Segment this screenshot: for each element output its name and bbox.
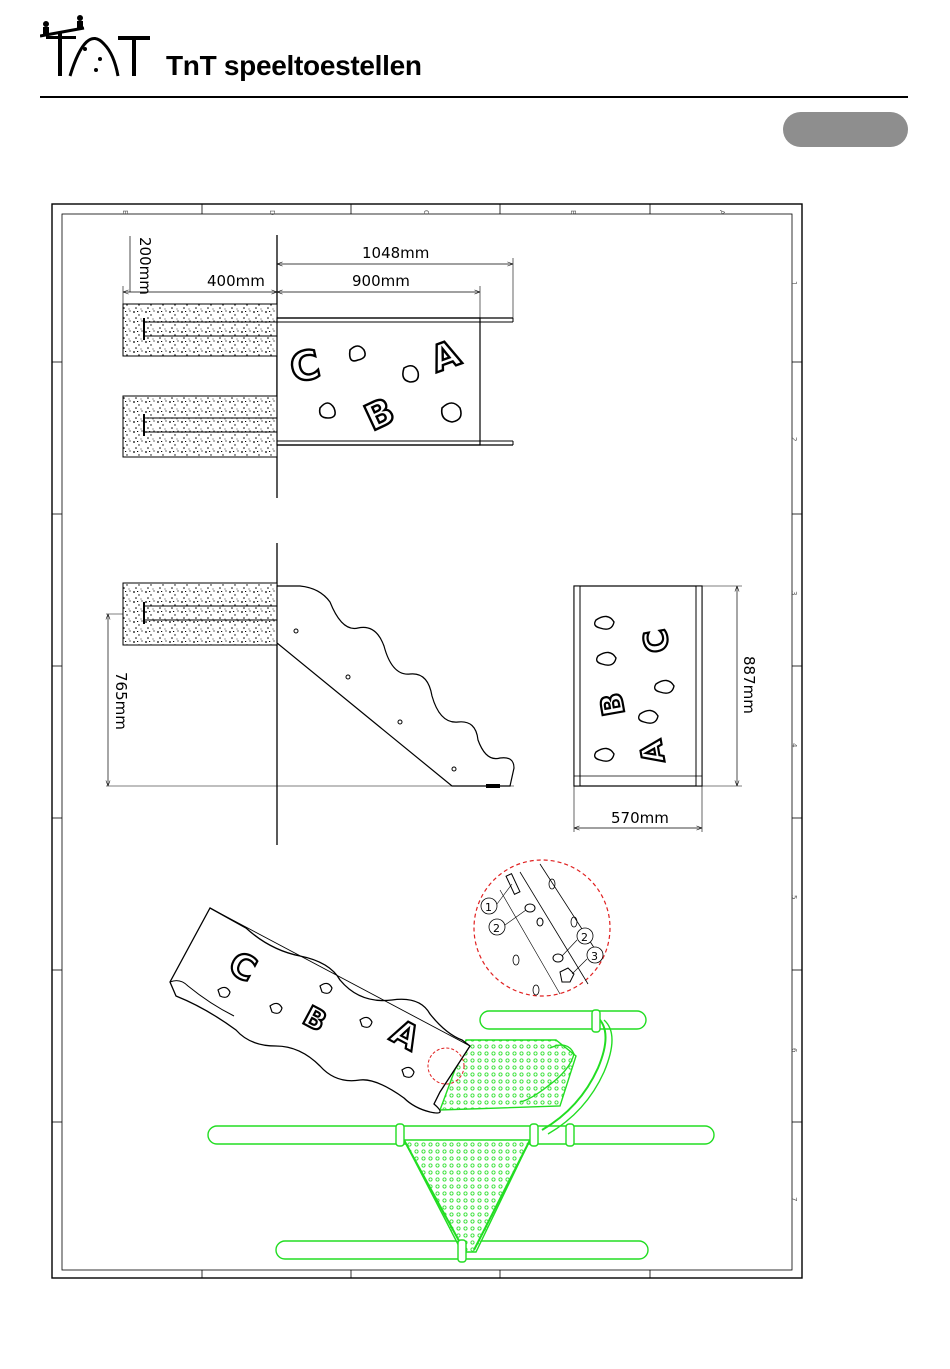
dim-765mm: 765mm bbox=[112, 672, 130, 730]
dim-900mm: 900mm bbox=[352, 272, 410, 290]
frame-col-e: E bbox=[121, 210, 129, 214]
frame-row-6: 6 bbox=[790, 1048, 798, 1053]
callout-2b: 2 bbox=[581, 931, 588, 944]
isometric-assembly: C B A bbox=[170, 908, 714, 1262]
frame-col-d: D bbox=[268, 210, 276, 215]
dim-200mm: 200mm bbox=[136, 237, 154, 295]
bolt-detail: 1 2 2 3 bbox=[474, 860, 610, 996]
side-view: 765mm bbox=[106, 543, 514, 845]
callout-3: 3 bbox=[591, 950, 598, 963]
frame-row-7: 7 bbox=[790, 1197, 798, 1201]
dim-400mm: 400mm bbox=[207, 272, 265, 290]
frame-row-5: 5 bbox=[790, 895, 798, 899]
concrete-footing bbox=[123, 304, 277, 356]
callout-1: 1 bbox=[485, 901, 492, 914]
frame-col-b: B bbox=[569, 210, 577, 215]
frame-col-a: A bbox=[718, 210, 726, 215]
concrete-footing bbox=[123, 583, 277, 645]
concrete-footing bbox=[123, 396, 277, 457]
callout-2: 2 bbox=[493, 922, 500, 935]
dim-570mm: 570mm bbox=[611, 809, 669, 827]
dim-1048mm: 1048mm bbox=[362, 244, 429, 262]
top-view: C B A 200mm 400mm 1048mm 900mm bbox=[123, 235, 513, 498]
frame-row-4: 4 bbox=[790, 743, 798, 748]
front-view: C B A 887mm 570mm bbox=[574, 586, 758, 832]
frame-row-2: 2 bbox=[790, 437, 798, 441]
frame-row-3: 3 bbox=[790, 591, 798, 595]
dim-887mm: 887mm bbox=[740, 656, 758, 714]
frame-col-c: C bbox=[422, 210, 430, 215]
frame-row-1: 1 bbox=[790, 281, 798, 285]
climbing-panel-side bbox=[277, 586, 514, 786]
